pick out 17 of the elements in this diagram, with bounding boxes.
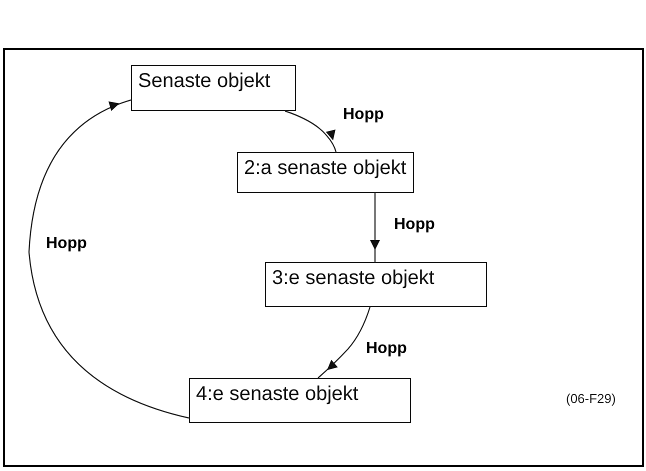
process-box [237, 152, 414, 193]
box-label: 4:e senaste objekt [196, 383, 360, 406]
arrow [28, 99, 190, 419]
edge-label: Hopp [394, 216, 435, 234]
arrow [284, 110, 337, 152]
process-box [265, 262, 487, 307]
arrow [318, 306, 371, 378]
process-box [131, 65, 296, 111]
box-label: Senaste objekt [138, 70, 272, 93]
box-label: 2:a senaste objekt [244, 157, 407, 180]
arrow [370, 193, 380, 262]
figure-code: (06-F29) [566, 391, 616, 406]
box-label: 3:e senaste objekt [272, 267, 436, 290]
process-box [189, 378, 411, 423]
edge-label: Hopp [46, 235, 87, 253]
edge-label: Hopp [366, 340, 407, 358]
edge-label: Hopp [343, 106, 384, 124]
